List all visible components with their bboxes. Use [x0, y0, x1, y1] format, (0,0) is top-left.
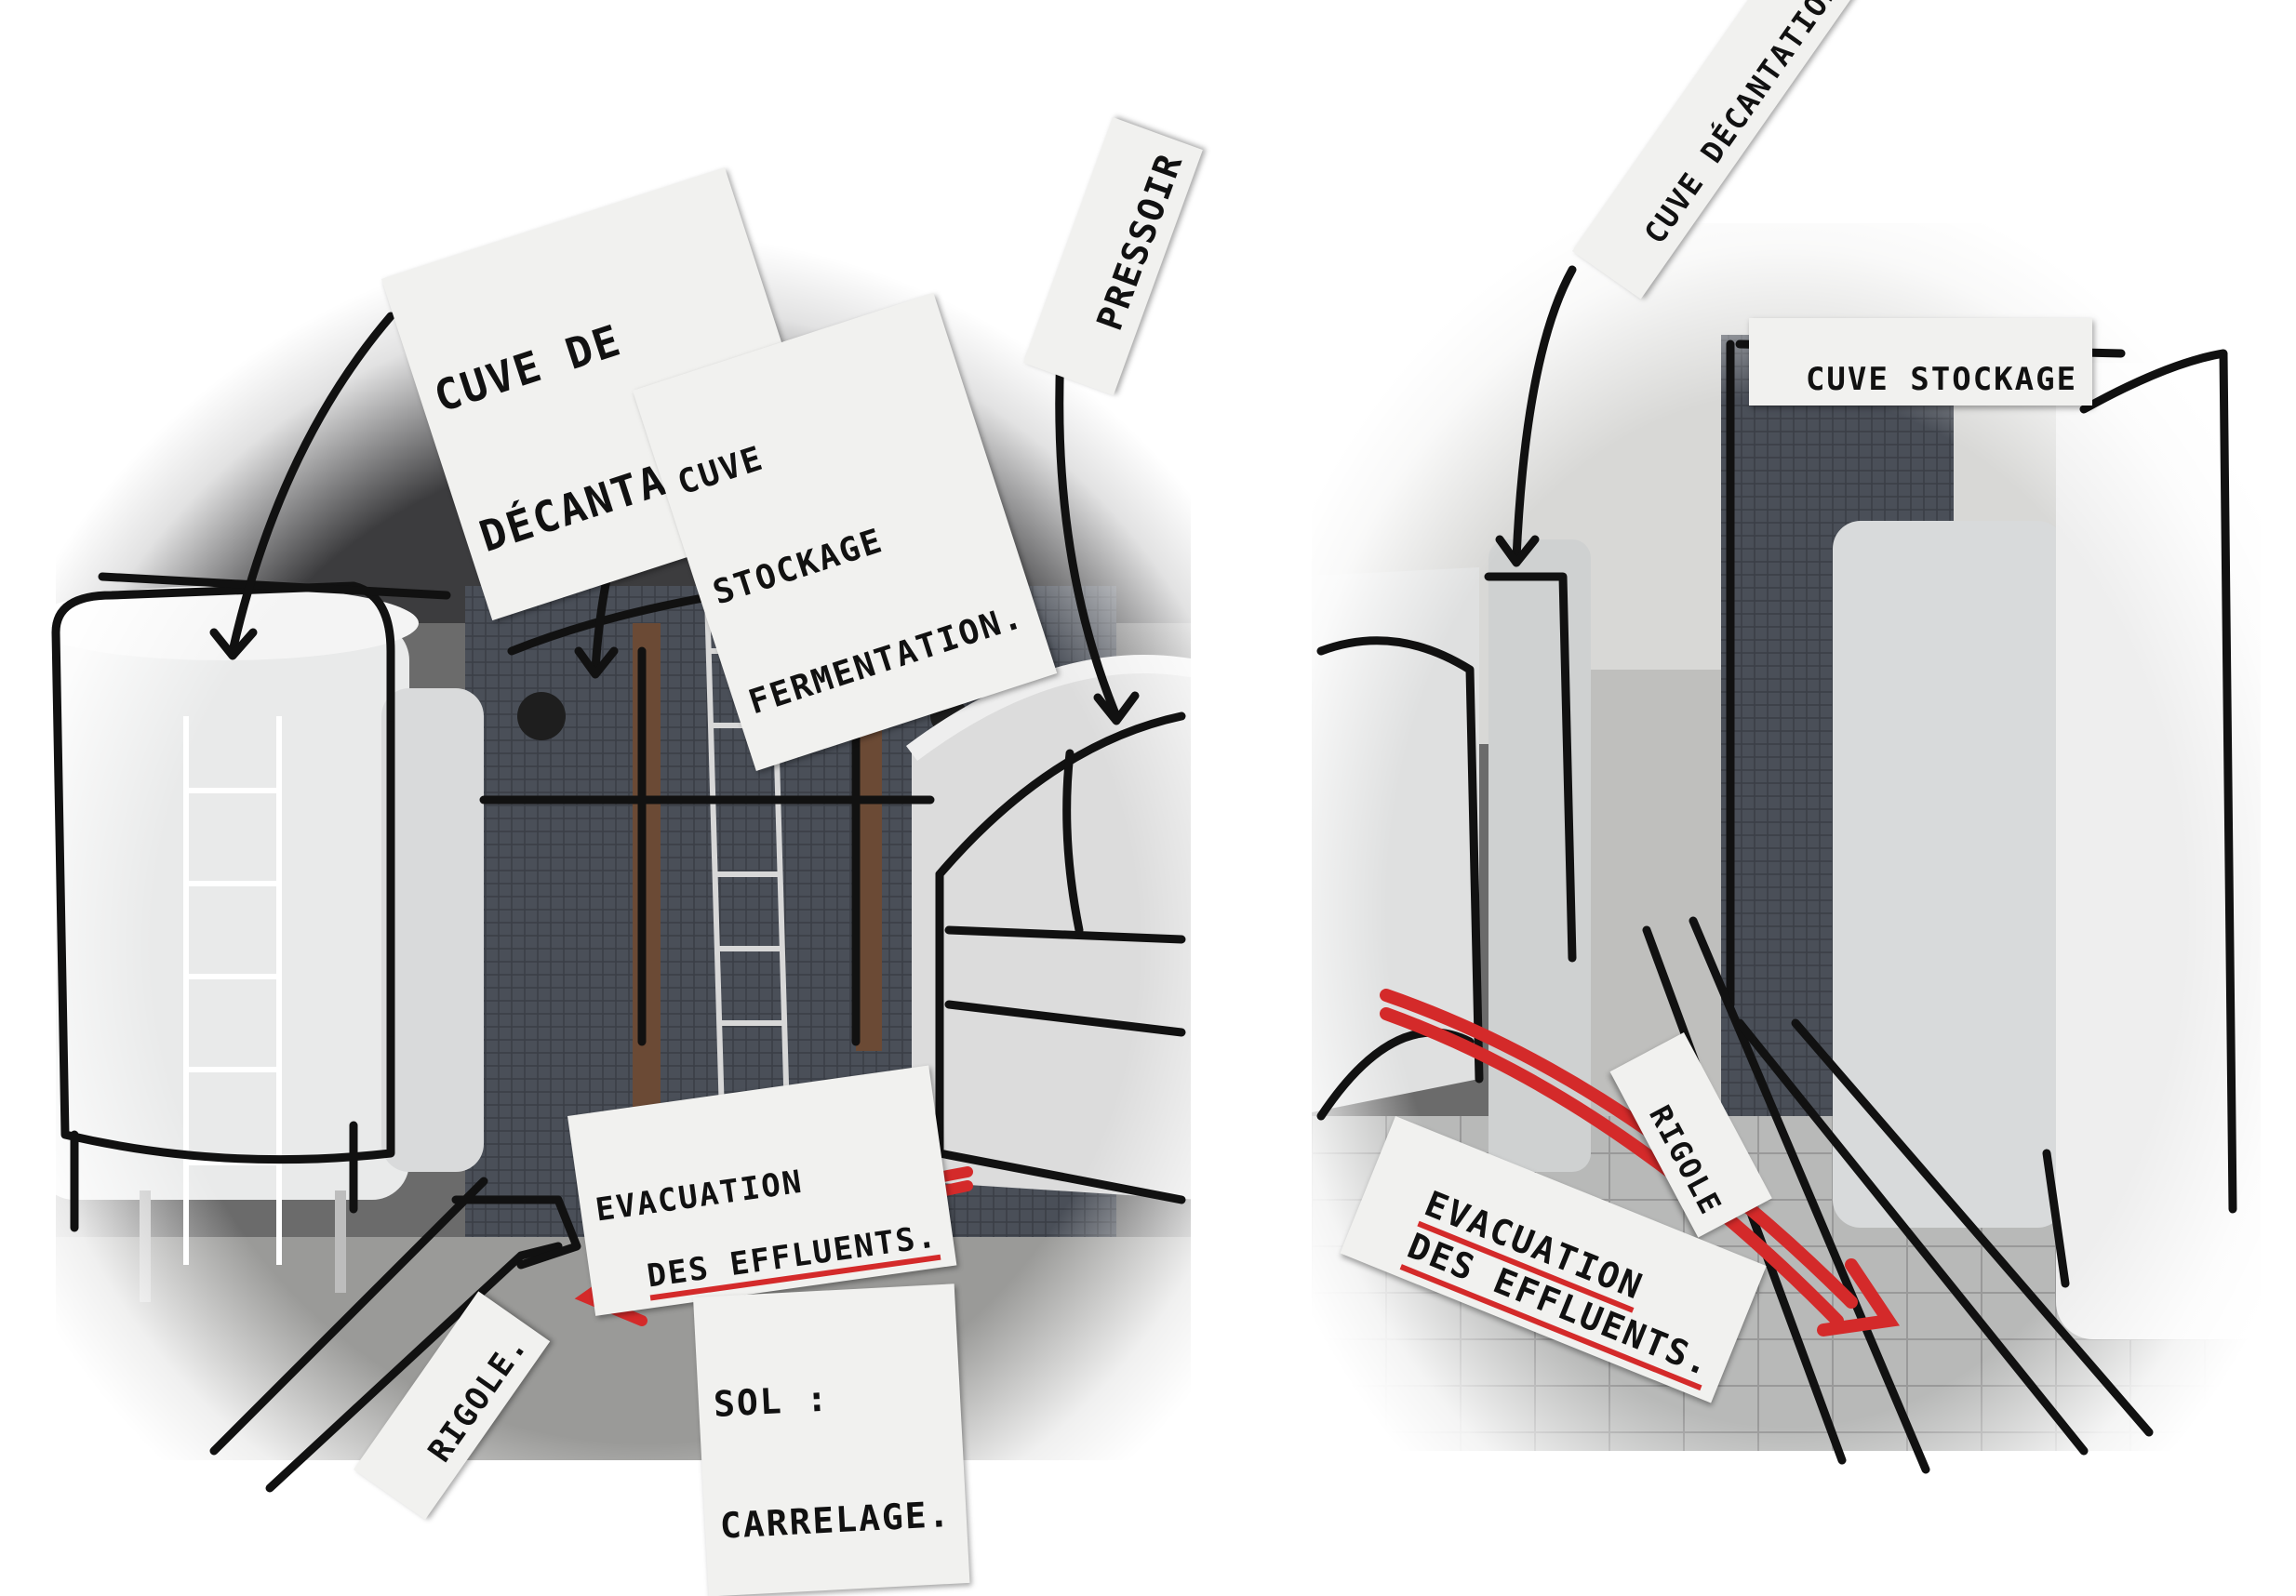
label-cuve-stockage-right: CUVE STOCKAGE	[1749, 318, 2093, 406]
label-sol-line2: CARRELAGE.	[718, 1494, 953, 1548]
label-cuve-decantation-right-text: CUVE DÉCANTATION	[1636, 0, 1848, 250]
label-cuve-stockage-right-text: CUVE STOCKAGE	[1805, 361, 2078, 399]
label-cuve-stockage-line1: CUVE	[673, 439, 769, 503]
label-cuve-stockage-line2: STOCKAGE	[708, 521, 888, 613]
label-sol-carrelage: SOL : CARRELAGE.	[693, 1283, 970, 1596]
label-evacuation-left-line1: EVACUATION	[593, 1163, 806, 1230]
label-sol-line1: SOL :	[712, 1377, 831, 1426]
